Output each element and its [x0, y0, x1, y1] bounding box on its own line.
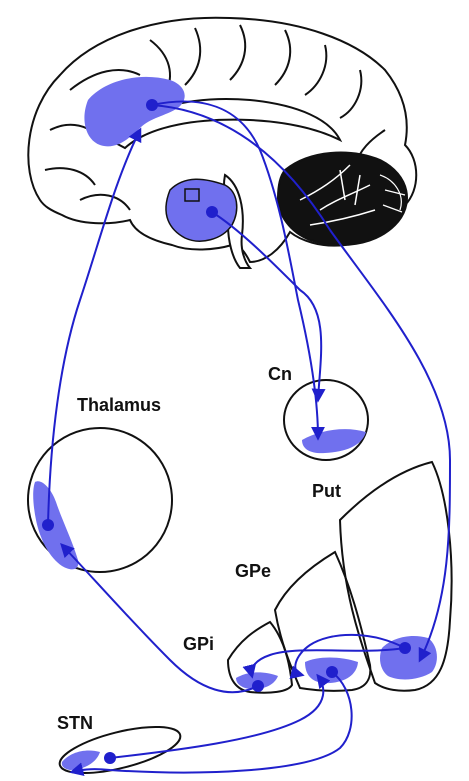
- thalamus-label: Thalamus: [77, 395, 161, 416]
- thalamus-outline: [2, 402, 199, 599]
- thalamus-dot: [42, 519, 54, 531]
- midbrain-dot: [206, 206, 218, 218]
- gpi-label: GPi: [183, 634, 214, 655]
- caudate-label: Cn: [268, 364, 292, 385]
- gpi-dot: [252, 680, 264, 692]
- gpe-label: GPe: [235, 561, 271, 582]
- putamen-dot: [399, 642, 411, 654]
- stn-to-gpi-pathway: [110, 676, 323, 758]
- caudate-highlight: [302, 429, 366, 453]
- gpe-dot: [326, 666, 338, 678]
- cerebellum: [278, 153, 407, 245]
- cortex-dot: [146, 99, 158, 111]
- stn-label: STN: [57, 713, 93, 734]
- putamen-label: Put: [312, 481, 341, 502]
- midbrain-highlight: [166, 179, 237, 241]
- stn-dot: [104, 752, 116, 764]
